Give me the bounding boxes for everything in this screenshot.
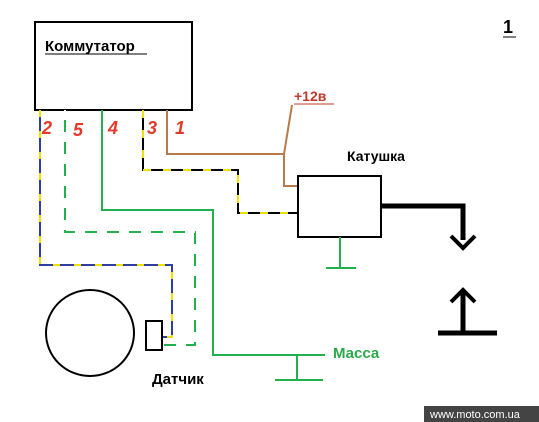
sensor-box — [145, 320, 163, 351]
ground-label: Масса — [333, 345, 380, 362]
commutator-label: Коммутатор — [45, 38, 135, 55]
pin-number-3: 3 — [147, 118, 157, 138]
commutator-box — [34, 21, 193, 111]
coil-box — [297, 175, 382, 238]
pin2-wire — [39, 110, 173, 338]
pin3-wire — [142, 110, 298, 214]
pin5-wire — [64, 110, 196, 346]
pin-number-1: 1 — [175, 118, 185, 138]
pin-number-4: 4 — [107, 118, 118, 138]
pin-number-5: 5 — [73, 120, 84, 140]
high-voltage-wire — [381, 203, 477, 251]
pin-number-2: 2 — [41, 118, 52, 138]
pin1-wire — [166, 104, 298, 187]
pin4-wire — [101, 110, 325, 356]
watermark: www.moto.com.ua — [429, 409, 521, 421]
spark-plug-electrode — [438, 287, 497, 336]
supply-label: +12в — [294, 88, 327, 104]
coil-ground-symbol — [326, 237, 356, 269]
page-number: 1 — [503, 17, 513, 37]
ground-symbol-mass — [275, 355, 323, 381]
sensor-label: Датчик — [152, 371, 204, 388]
coil-label: Катушка — [347, 148, 405, 164]
flywheel-circle — [45, 289, 135, 377]
watermark-bg — [424, 406, 539, 422]
